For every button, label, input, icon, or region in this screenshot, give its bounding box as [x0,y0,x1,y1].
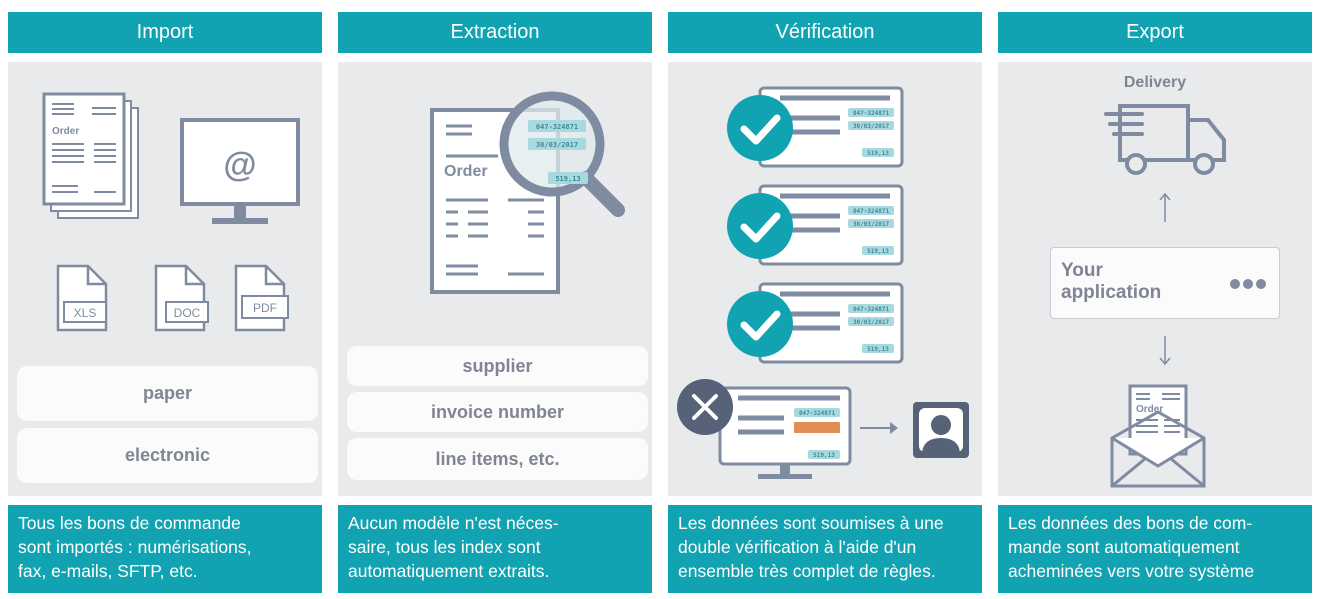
pill-electronic: electronic [17,428,318,483]
footer-extraction: Aucun modèle n'est néces- saire, tous le… [338,505,652,593]
column-import: Import Order @ [8,0,322,599]
field-date: 30/03/2017 [853,319,890,326]
arrow-up-icon [1159,192,1171,222]
footer-export: Les données des bons de com- mande sont … [998,505,1312,593]
footer-line: Les données sont soumises à une [678,513,944,533]
pill-paper: paper [17,366,318,421]
field-id: 047-324871 [853,306,890,313]
field-id: 047-324871 [536,123,578,131]
verified-card-3: 047-324871 30/03/2017 519,13 [727,282,904,364]
footer-line: sont importés : numérisations, [18,537,252,557]
panel-export: Delivery Your application [998,62,1312,496]
check-circle-icon [727,291,793,357]
panel-verification: 047-324871 30/03/2017 519,13 047-324871 … [668,62,982,496]
pill-line-items: line items, etc. [347,438,648,480]
pill-supplier: supplier [347,346,648,386]
envelope-document-icon: Order [1110,384,1206,488]
field-date: 30/03/2017 [853,123,890,130]
footer-line: mande sont automatiquement [1008,537,1240,557]
arrow-down-icon [1159,336,1171,366]
error-field [794,422,840,433]
header-import: Import [8,12,322,53]
check-circle-icon [727,193,793,259]
doc-file-icon: DOC [154,264,209,332]
field-id: 047-324871 [799,410,836,417]
more-dots-icon [1230,279,1266,289]
field-id: 047-324871 [853,208,890,215]
header-extraction: Extraction [338,12,652,53]
pill-invoice-number: invoice number [347,392,648,432]
field-id: 047-324871 [853,110,890,117]
check-circle-icon [727,95,793,161]
verified-card-1: 047-324871 30/03/2017 519,13 [727,86,904,168]
field-amount: 519,13 [867,346,889,353]
pdf-label: PDF [253,301,277,315]
header-verification: Vérification [668,12,982,53]
app-label: Your application [1061,260,1161,304]
footer-line: double vérification à l'aide d'un [678,537,917,557]
field-amount: 519,13 [867,150,889,157]
footer-line: fax, e-mails, SFTP, etc. [18,561,198,581]
app-label-line: Your [1061,260,1103,281]
doc-label: DOC [174,306,201,320]
verified-card-2: 047-324871 30/03/2017 519,13 [727,184,904,266]
field-amount: 519,13 [813,452,835,459]
footer-line: Tous les bons de commande [18,513,241,533]
delivery-truck-icon [1104,104,1226,175]
app-label-line: application [1061,282,1162,303]
header-export: Export [998,12,1312,53]
column-extraction: Extraction Order 047-324871 30/03/2017 5… [338,0,652,599]
order-label: Order [1136,404,1163,415]
footer-line: automatiquement extraits. [348,561,550,581]
delivery-label: Delivery [1123,74,1187,91]
xls-label: XLS [74,306,97,320]
your-application-box: Your application [1050,247,1280,319]
order-label: Order [52,126,79,137]
footer-verification: Les données sont soumises à une double v… [668,505,982,593]
footer-line: saire, tous les index sont [348,537,541,557]
document-magnifier-icon: Order 047-324871 30/03/2017 519,13 [430,91,625,294]
field-amount: 519,13 [555,175,580,183]
monitor-email-icon: @ [180,118,300,224]
pdf-file-icon: PDF [234,264,289,332]
footer-import: Tous les bons de commande sont importés … [8,505,322,593]
column-export: Export Delivery Your application [998,0,1312,599]
field-date: 30/03/2017 [853,221,890,228]
rejected-monitor: 047-324871 519,13 [677,379,969,479]
field-amount: 519,13 [867,248,889,255]
column-verification: Vérification 047-324871 30/03/2017 519,1… [668,0,982,599]
footer-line: Les données des bons de com- [1008,513,1253,533]
footer-line: ensemble très complet de règles. [678,561,936,581]
panel-import: Order @ XLS DOC PDF paper ele [8,62,322,496]
at-symbol: @ [223,146,256,184]
paper-document-icon: Order [42,92,139,219]
xls-file-icon: XLS [56,264,108,332]
panel-extraction: Order 047-324871 30/03/2017 519,13 suppl… [338,62,652,496]
footer-line: acheminées vers votre système [1008,561,1255,581]
order-label: Order [444,163,488,180]
field-date: 30/03/2017 [536,141,578,149]
footer-line: Aucun modèle n'est néces- [348,513,559,533]
